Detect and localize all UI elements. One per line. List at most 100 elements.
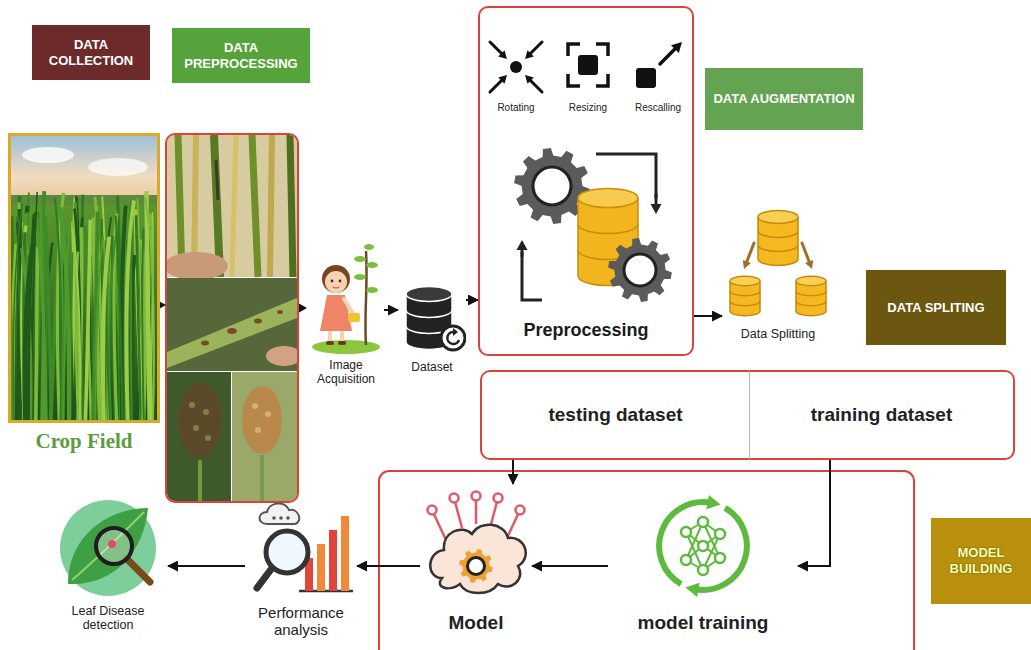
operation-icon: Rescalling (624, 36, 692, 122)
illustration-part (510, 61, 522, 73)
illustration-part (136, 215, 141, 420)
operation-icon: Resizing (554, 36, 622, 122)
illustration-part (252, 403, 258, 409)
illustration-part (498, 75, 507, 84)
stage-tag: MODEL BUILDING (931, 518, 1031, 604)
step-icon-art (398, 280, 466, 356)
illustration-part (624, 254, 656, 286)
illustration-part (88, 158, 148, 176)
step-label: model training (608, 612, 798, 634)
illustration-part (366, 262, 378, 268)
field-photo: Crop Field (8, 133, 160, 463)
step-label: Model (420, 612, 532, 634)
illustration-part (167, 252, 228, 280)
illustration-part (326, 341, 334, 345)
illustration-part (758, 211, 798, 224)
process-panel-art (480, 8, 696, 313)
dataset-cell: training dataset (750, 370, 1015, 460)
illustration-part (747, 243, 754, 262)
illustration-part (25, 242, 33, 420)
operation-icon-art (482, 36, 550, 98)
step-icon: Performance analysis (245, 496, 357, 642)
illustration-part (266, 346, 297, 366)
step-icon-art (420, 484, 532, 608)
illustration-part (40, 203, 46, 420)
illustration-part (252, 135, 258, 277)
flow-arrow (466, 299, 478, 301)
illustration-part (715, 529, 725, 539)
flow-arrow (168, 565, 245, 567)
illustration-part (126, 200, 134, 420)
illustration-part (203, 409, 209, 415)
illustration-part (11, 260, 12, 421)
illustration-part (11, 136, 157, 420)
illustration-part (468, 558, 485, 575)
operation-label: Resizing (554, 102, 622, 113)
illustration-part (331, 280, 334, 283)
illustration-part (525, 75, 534, 84)
illustration-part (73, 222, 79, 420)
illustration-part (108, 540, 116, 548)
step-icon: Model (420, 484, 532, 644)
illustration-part (525, 50, 534, 59)
illustration-part (596, 154, 656, 198)
illustration-part (522, 252, 542, 300)
illustration-part (636, 68, 656, 88)
illustration-part (216, 160, 218, 200)
illustration-part (441, 326, 465, 350)
step-icon: Leaf Disease detection (48, 496, 168, 642)
illustration-part (531, 81, 542, 92)
stage-label: DATA COLLECTION (39, 37, 143, 68)
process-panel: PreprocessingRotatingResizingRescalling (478, 6, 694, 356)
illustration-part (142, 228, 144, 420)
illustration-part (341, 516, 349, 591)
stage-tag: DATA COLLECTION (32, 25, 150, 80)
illustration-part (266, 531, 308, 573)
illustration-part (255, 427, 261, 433)
illustration-part (60, 210, 69, 420)
illustration-part (96, 236, 104, 420)
illustration-part (354, 274, 366, 280)
illustration-part (145, 197, 154, 420)
illustration-part (11, 136, 157, 204)
illustration-part (695, 508, 746, 590)
illustration-part (55, 198, 61, 420)
illustration-part (498, 50, 507, 59)
illustration-part (743, 260, 751, 269)
step-icon-art (608, 488, 798, 610)
step-icon: model training (608, 488, 798, 644)
illustration-part (344, 299, 354, 315)
illustration-part (796, 276, 826, 286)
flow-arrow (694, 315, 722, 317)
step-icon-art (48, 496, 168, 600)
illustration-part (96, 528, 132, 564)
illustration-part (193, 425, 199, 431)
step-label: Data Splitting (722, 327, 834, 341)
illustration-part (333, 287, 339, 288)
stage-label: DATA PREPROCESSING (179, 40, 303, 71)
illustration-part (494, 494, 503, 503)
illustration-part (63, 219, 70, 420)
illustration-part (338, 341, 346, 345)
illustration-part (660, 49, 675, 64)
illustration-part (406, 287, 452, 302)
cell-label: training dataset (811, 404, 952, 426)
illustration-part (242, 386, 282, 454)
illustration-part (805, 260, 813, 269)
step-label: Performance analysis (245, 604, 357, 639)
illustration-part (227, 328, 237, 334)
flow-arrow (357, 565, 420, 567)
illustration-part (450, 494, 459, 503)
step-icon: Data Splitting (722, 205, 834, 355)
step-label: Leaf Disease detection (48, 604, 168, 633)
illustration-part (85, 220, 90, 420)
illustration-part (651, 204, 662, 214)
illustration-part (109, 233, 116, 420)
illustration-part (521, 250, 524, 256)
illustration-part (127, 559, 150, 582)
illustration-part (354, 256, 366, 262)
illustration-part (178, 382, 222, 458)
operation-label: Rescalling (624, 102, 692, 113)
stage-tag: DATA SPLITING (866, 270, 1006, 345)
illustration-part (232, 135, 236, 277)
